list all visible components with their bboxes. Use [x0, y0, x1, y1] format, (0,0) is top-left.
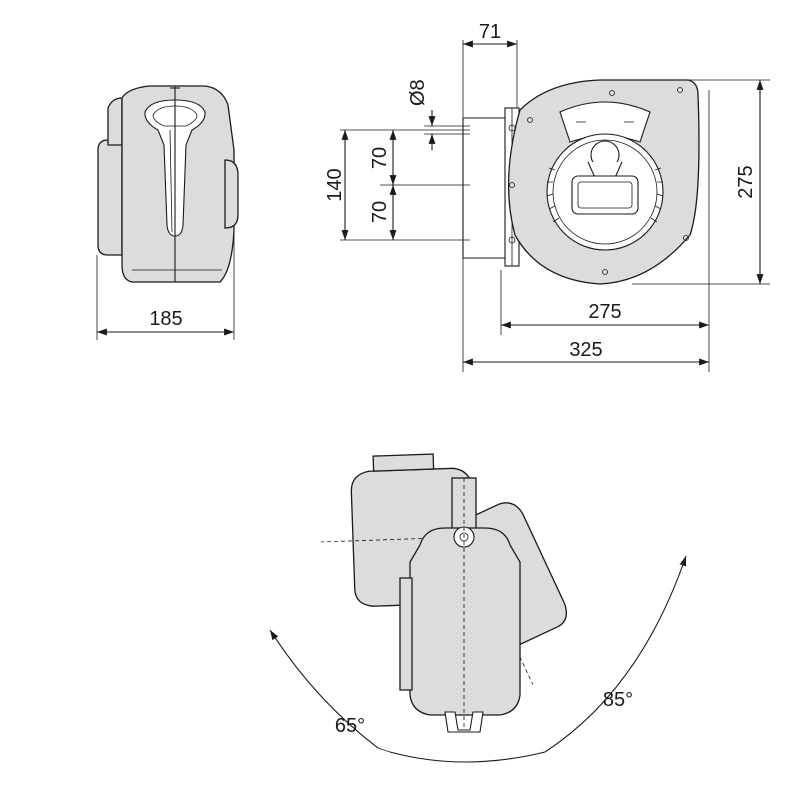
angle-right-swivel-label: 85° [603, 689, 633, 711]
dim-reel-width-label: 275 [588, 301, 621, 323]
front-view [340, 40, 770, 372]
dim-bolt-diameter-label: Ø8 [407, 79, 429, 106]
dim-hole-spacing-total-label: 140 [324, 168, 346, 201]
dim-bracket-offset-label: 71 [479, 21, 501, 43]
swivel-top-view [269, 453, 687, 763]
dim-hole-spacing-upper-label: 70 [369, 147, 391, 169]
dim-side-width-label: 185 [149, 308, 182, 330]
drum-knurling [546, 167, 664, 223]
side-view [96, 85, 239, 340]
dim-overall-width-label: 325 [569, 339, 602, 361]
dim-reel-height-label: 275 [735, 165, 757, 198]
dim-hole-spacing-lower-label: 70 [369, 201, 391, 223]
angle-left-swivel-label: 65° [335, 715, 365, 737]
